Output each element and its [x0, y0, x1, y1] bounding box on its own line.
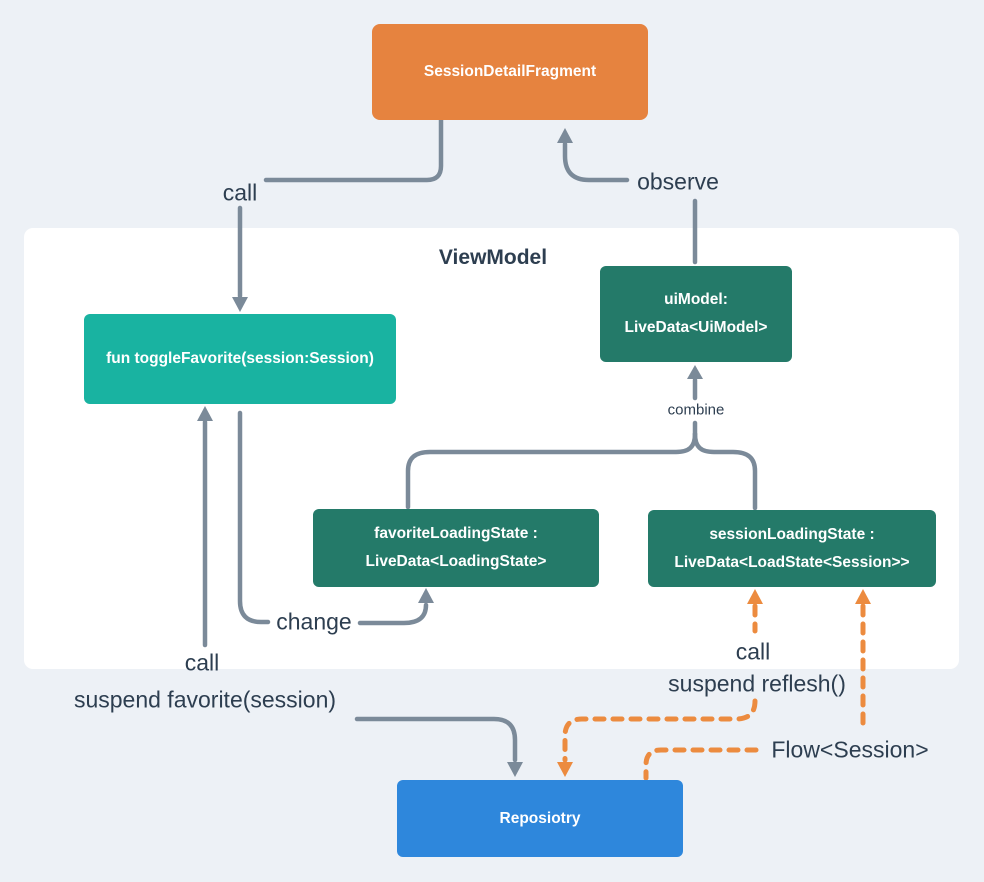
arrowhead-into-repository-top-grey [507, 762, 523, 777]
node-session-detail-fragment-label: SessionDetailFragment [423, 63, 597, 81]
node-repository-label: Reposiotry [499, 809, 581, 827]
edge-combine-brace-left [405, 431, 698, 510]
viewmodel-container [24, 228, 959, 669]
node-toggle-favorite-label: fun toggleFavorite(session:Session) [106, 350, 374, 368]
edge-fragment-to-call-label [263, 117, 444, 183]
edge-label-call-bottom-right: call [735, 638, 771, 665]
arrowhead-into-togglefavorite-top [232, 297, 248, 312]
node-session-loading-state-label-line2: LiveData<LoadState<Session>> [674, 553, 910, 571]
arrowhead-into-favoriteloadingstate-bottom [418, 588, 434, 603]
arrowhead-into-sessionloadingstate-right [855, 589, 871, 604]
arrowhead-into-fragment-bottom [557, 128, 573, 143]
edge-change-label-to-favoriteloadingstate [357, 602, 429, 626]
edge-suspendreflesh-to-repository [562, 698, 758, 763]
edge-label-combine: combine [667, 401, 725, 419]
node-repository: Reposiotry [397, 780, 683, 857]
edge-label-change: change [276, 608, 352, 635]
edge-label-suspend-reflesh: suspend reflesh() [668, 670, 846, 697]
node-session-detail-fragment: SessionDetailFragment [372, 24, 648, 120]
arrowhead-into-togglefavorite-bottom [197, 406, 213, 421]
edge-label-observe: observe [637, 168, 719, 195]
arrowhead-into-repository-top-orange [557, 762, 573, 777]
node-session-loading-state-label-line1: sessionLoadingState : [709, 525, 875, 543]
edge-suspendfavorite-to-repository [354, 716, 518, 763]
edge-label-suspend-favorite: suspend favorite(session) [73, 686, 337, 713]
node-session-loading-state: sessionLoadingState : LiveData<LoadState… [648, 510, 936, 587]
viewmodel-title: ViewModel [438, 246, 548, 269]
node-favorite-loading-state: favoriteLoadingState : LiveData<LoadingS… [313, 509, 599, 587]
node-ui-model: uiModel: LiveData<UiModel> [600, 266, 792, 362]
edge-flow-label-to-repository [643, 747, 759, 781]
node-ui-model-label-line2: LiveData<UiModel> [624, 319, 768, 336]
edge-label-call-top: call [222, 179, 258, 206]
arrowhead-into-sessionloadingstate-left [747, 589, 763, 604]
edge-label-flow-session: Flow<Session> [771, 736, 929, 763]
arrowhead-into-uimodel-bottom [687, 365, 703, 379]
node-favorite-loading-state-label-line1: favoriteLoadingState : [374, 525, 538, 543]
edge-observe-label-to-fragment [562, 141, 630, 183]
edge-togglefavorite-to-change-label [237, 410, 271, 625]
node-favorite-loading-state-label-line2: LiveData<LoadingState> [365, 553, 547, 570]
node-ui-model-label-line1: uiModel: [664, 291, 728, 309]
edge-combine-brace-right [692, 431, 758, 511]
edge-label-call-bottom-left: call [184, 649, 220, 676]
node-toggle-favorite: fun toggleFavorite(session:Session) [84, 314, 396, 404]
